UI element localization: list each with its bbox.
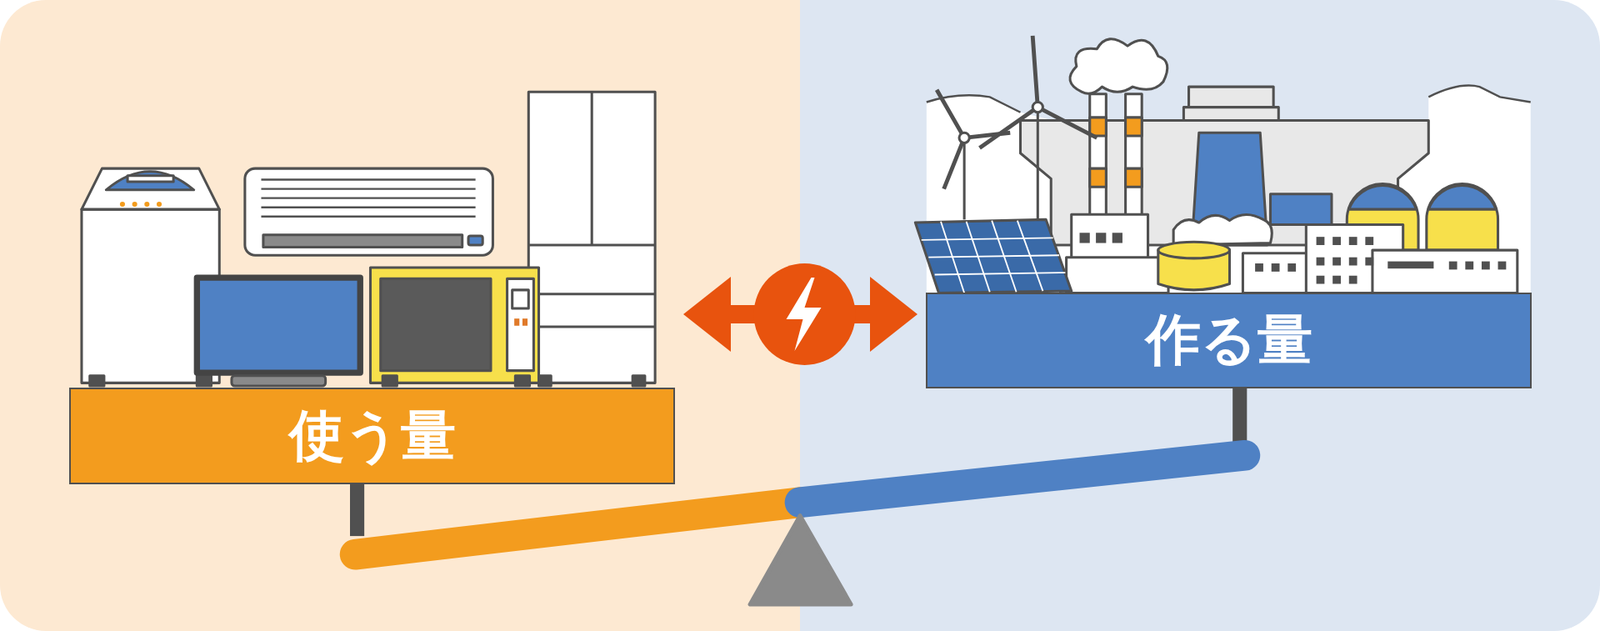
amount-label: 作る量	[1145, 310, 1313, 371]
amount-label: 使う量	[289, 405, 456, 467]
supply-bar: 作る量	[925, 292, 1532, 389]
arrow-head	[683, 276, 731, 352]
lightning-bolt	[786, 277, 822, 351]
usage-bar: 使う量	[69, 387, 675, 485]
arrow-head	[870, 276, 918, 352]
exchange-arrow	[683, 263, 918, 365]
power-circle	[754, 263, 856, 365]
